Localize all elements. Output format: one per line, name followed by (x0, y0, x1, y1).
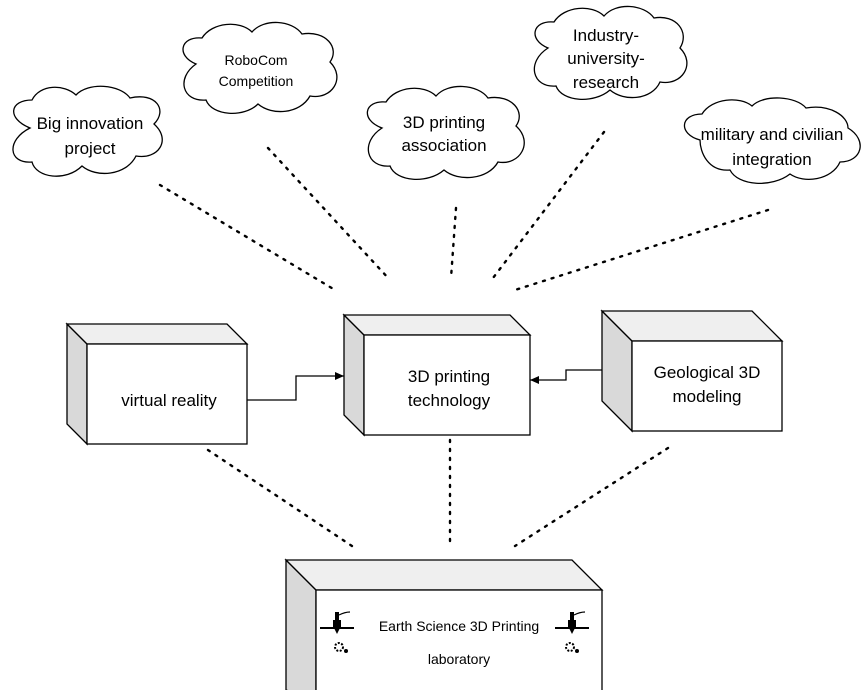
cloud-label-line: RoboCom (224, 52, 287, 68)
cloud-label-line: integration (732, 150, 811, 169)
arrow-vr-to-tech (247, 372, 344, 401)
cloud-label-line: project (64, 139, 115, 158)
cloud-industry: Industry- university- research (533, 5, 688, 101)
box-label-line: Earth Science 3D Printing (379, 618, 539, 634)
dotted-lines (158, 130, 770, 548)
box-virtual-reality: virtual reality (65, 322, 249, 446)
box-label-line: technology (408, 391, 491, 410)
cloud-label-line: university- (567, 49, 644, 68)
cloud-label-line: association (401, 136, 486, 155)
box-label-line: 3D printing (408, 367, 490, 386)
cloud-label-line: research (573, 73, 639, 92)
dotted-line-vr-lab (206, 448, 354, 548)
connectors (247, 369, 602, 401)
arrow-geo-to-tech (530, 369, 602, 384)
dotted-line-association (449, 206, 458, 280)
dotted-line-military (513, 208, 770, 292)
cloud-label-line: 3D printing (403, 113, 485, 132)
cloud-label-line: Big innovation (37, 114, 144, 133)
3d-printer-icon (320, 611, 354, 653)
3d-printer-icon (555, 611, 589, 653)
cloud-robocom: RoboCom Competition (182, 21, 338, 115)
cloud-printing-association: 3D printing association (366, 85, 525, 181)
dotted-line-industry (491, 130, 606, 280)
cloud-big-innovation: Big innovation project (12, 85, 163, 177)
cloud-label-line: Competition (219, 73, 294, 89)
box-printing-technology: 3D printing technology (342, 313, 532, 437)
box-laboratory: Earth Science 3D Printing laboratory (284, 558, 604, 690)
dotted-line-robocom (266, 146, 392, 282)
dotted-line-geo-lab (513, 446, 670, 548)
box-label-line: virtual reality (121, 391, 217, 410)
box-geological-modeling: Geological 3D modeling (600, 309, 784, 433)
cloud-label-line: Industry- (573, 26, 639, 45)
box-label-line: Geological 3D (654, 363, 761, 382)
dotted-line-big-innovation (158, 183, 337, 292)
cloud-military: military and civilian integration (683, 97, 861, 185)
box-label-line: modeling (673, 387, 742, 406)
box-label-line: laboratory (428, 651, 490, 667)
cloud-label-line: military and civilian (701, 125, 844, 144)
